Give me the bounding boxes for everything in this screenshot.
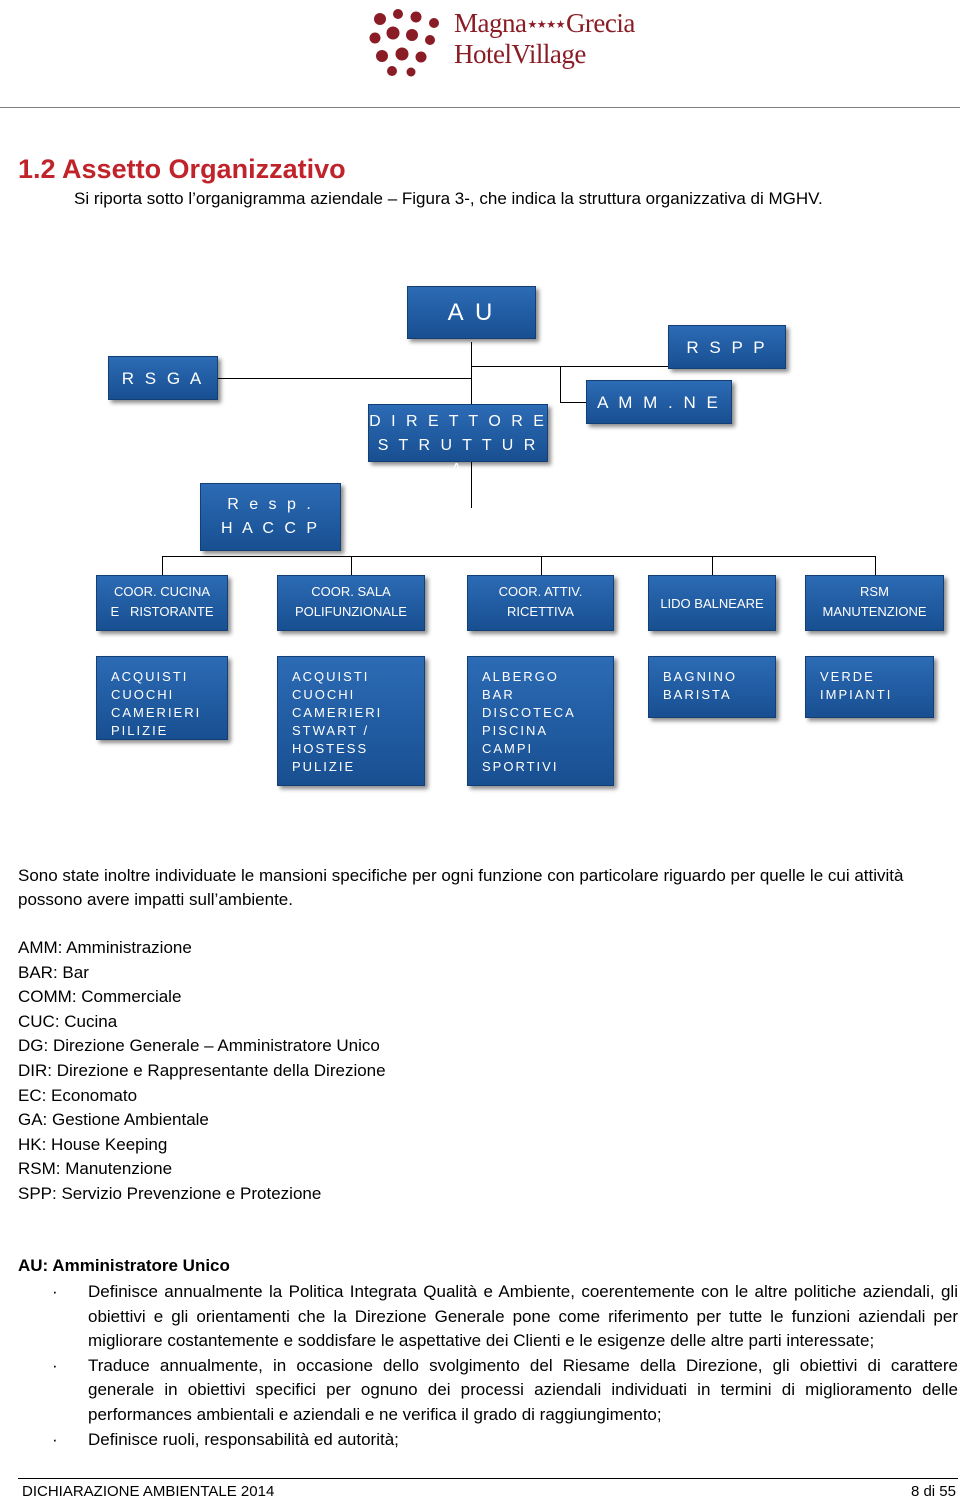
staff-sala-line-4: STWART / (292, 723, 370, 738)
staff-sala-line-1: ACQUISTI (292, 669, 370, 684)
org-box-coord-ricettiva: COOR. ATTIV. RICETTIVA (467, 575, 614, 631)
org-box-rspp: R S P P (668, 325, 786, 369)
direttore-line-2: S T R U T T U R A (377, 437, 539, 478)
coord-cucina-line-1: COOR. CUCINA (113, 584, 211, 599)
coord-sala-line-2: POLIFUNZIONALE (295, 604, 407, 619)
abbreviation-item: EC: Economato (18, 1085, 138, 1105)
org-box-coord-rsm: RSM MANUTENZIONE (805, 575, 944, 631)
bullet-item: · Definisce annualmente la Politica Inte… (52, 1280, 958, 1354)
org-box-coord-lido: LIDO BALNEARE (648, 575, 776, 631)
connector-direttore-down (471, 460, 472, 508)
connector-coord-2 (351, 556, 352, 575)
bullet-text: Definisce ruoli, responsabilità ed autor… (88, 1429, 399, 1449)
abbreviation-item: DIR: Direzione e Rappresentante della Di… (18, 1060, 386, 1080)
direttore-line-1: D I R E T T O R E (369, 413, 547, 430)
coord-lido-line-1: LIDO BALNEARE (660, 596, 764, 611)
staff-rsm-line-1: VERDE (820, 669, 875, 684)
bullet-text: Definisce annualmente la Politica Integr… (88, 1282, 958, 1351)
org-box-direttore: D I R E T T O R E S T R U T T U R A (368, 404, 548, 478)
staff-lido-line-1: BAGNINO (663, 669, 737, 684)
staff-sala-line-3: CAMERIERI (292, 705, 383, 720)
abbreviation-item: SPP: Servizio Prevenzione e Protezione (18, 1183, 322, 1203)
connector-amm-vertical (560, 366, 561, 402)
abbreviation-item: DG: Direzione Generale – Amministratore … (18, 1036, 380, 1056)
staff-ricettiva-line-5: CAMPI (482, 741, 534, 756)
logo-line-1: Magna★★★★Grecia (454, 9, 635, 37)
staff-cucina-line-4: PILIZIE (111, 723, 169, 738)
abbreviation-list: AMM: Amministrazione BAR: Bar COMM: Comm… (18, 936, 386, 1207)
staff-sala-line-2: CUOCHI (292, 687, 356, 702)
abbreviation-item: COMM: Commerciale (18, 987, 182, 1007)
staff-cucina-line-2: CUOCHI (111, 687, 175, 702)
staff-ricettiva-line-2: BAR (482, 687, 515, 702)
section-title: 1.2 Assetto Organizzativo (18, 154, 346, 184)
logo-word-grecia: Grecia (565, 8, 635, 38)
footer-divider (18, 1478, 958, 1479)
staff-rsm-line-2: IMPIANTI (820, 687, 893, 702)
staff-ricettiva-line-1: ALBERGO (482, 669, 559, 684)
footer-document-title: DICHIARAZIONE AMBIENTALE 2014 (22, 1483, 275, 1500)
staff-cucina-line-1: ACQUISTI (111, 669, 189, 684)
functions-paragraph: Sono state inoltre individuate le mansio… (18, 866, 904, 909)
abbreviation-item: HK: House Keeping (18, 1134, 168, 1154)
bullet-marker: · (52, 1355, 58, 1375)
coord-rsm-line-2: MANUTENZIONE (822, 604, 927, 619)
coord-ricettiva-line-2: RICETTIVA (507, 604, 574, 619)
connector-coord-4 (712, 556, 713, 575)
org-box-au: A U (407, 286, 536, 339)
staff-ricettiva-line-3: DISCOTECA (482, 705, 576, 720)
org-box-coord-sala: COOR. SALA POLIFUNZIONALE (277, 575, 425, 631)
section-intro: Si riporta sotto l’organigramma aziendal… (74, 189, 823, 208)
org-box-amm: A M M . N E (586, 380, 732, 424)
bullet-text: Traduce annualmente, in occasione dello … (88, 1355, 958, 1424)
staff-ricettiva-line-4: PISCINA (482, 723, 549, 738)
bullet-marker: · (52, 1282, 58, 1301)
connector-coord-3 (541, 556, 542, 575)
staff-sala-line-6: PULIZIE (292, 759, 356, 774)
connector-coord-1 (162, 556, 163, 575)
footer-page-number: 8 di 55 (910, 1483, 956, 1500)
connector-au-direttore (471, 342, 472, 404)
coord-cucina-line-2: E RISTORANTE (110, 604, 214, 619)
logo-dots-icon (369, 9, 439, 77)
haccp-line-1: R e s p . (227, 496, 314, 513)
org-box-rsga: R S G A (108, 356, 218, 400)
connector-coord-bar (162, 556, 875, 557)
abbreviation-item: RSM: Manutenzione (18, 1159, 173, 1179)
abbreviation-item: AMM: Amministrazione (18, 938, 192, 957)
org-box-staff-sala: ACQUISTI CUOCHI CAMERIERI STWART / HOSTE… (277, 656, 425, 786)
coord-sala-line-1: COOR. SALA (311, 584, 391, 599)
org-box-haccp: R e s p . H A C C P (200, 483, 341, 551)
logo-line-2: HotelVillage (454, 39, 586, 69)
bullet-item: · Definisce ruoli, responsabilità ed aut… (52, 1428, 958, 1453)
staff-cucina-line-3: CAMERIERI (111, 705, 202, 720)
org-box-staff-lido: BAGNINO BARISTA (648, 656, 776, 718)
staff-ricettiva-line-6: SPORTIVI (482, 759, 559, 774)
hotel-logo: Magna★★★★Grecia HotelVillage (360, 3, 635, 79)
bullet-marker: · (52, 1429, 58, 1449)
org-box-staff-ricettiva: ALBERGO BAR DISCOTECA PISCINA CAMPI SPOR… (467, 656, 614, 786)
coord-rsm-line-1: RSM (860, 584, 889, 599)
connector-rspp (471, 366, 670, 367)
org-chart: A U R S P P R S G A A M M . N E D I R E … (0, 270, 960, 810)
header-divider (0, 107, 960, 108)
logo-stars: ★★★★ (527, 19, 565, 31)
abbreviation-item: BAR: Bar (18, 962, 89, 982)
org-box-coord-cucina: COOR. CUCINA E RISTORANTE (96, 575, 228, 631)
haccp-line-2: H A C C P (220, 520, 321, 537)
org-box-staff-rsm: VERDE IMPIANTI (805, 656, 934, 718)
abbreviation-item: CUC: Cucina (18, 1011, 118, 1031)
bullet-item: · Traduce annualmente, in occasione dell… (52, 1354, 958, 1428)
staff-lido-line-2: BARISTA (663, 687, 732, 702)
logo-word-magna: Magna (454, 8, 527, 38)
org-box-staff-cucina: ACQUISTI CUOCHI CAMERIERI PILIZIE (96, 656, 228, 740)
connector-coord-5 (875, 556, 876, 575)
connector-rsga (217, 378, 471, 379)
staff-sala-line-5: HOSTESS (292, 741, 369, 756)
au-bullet-list: · Definisce annualmente la Politica Inte… (52, 1280, 958, 1452)
connector-amm (560, 402, 588, 403)
au-heading: AU: Amministratore Unico (18, 1256, 230, 1275)
abbreviation-item: GA: Gestione Ambientale (18, 1110, 209, 1130)
coord-ricettiva-line-1: COOR. ATTIV. (498, 584, 583, 599)
